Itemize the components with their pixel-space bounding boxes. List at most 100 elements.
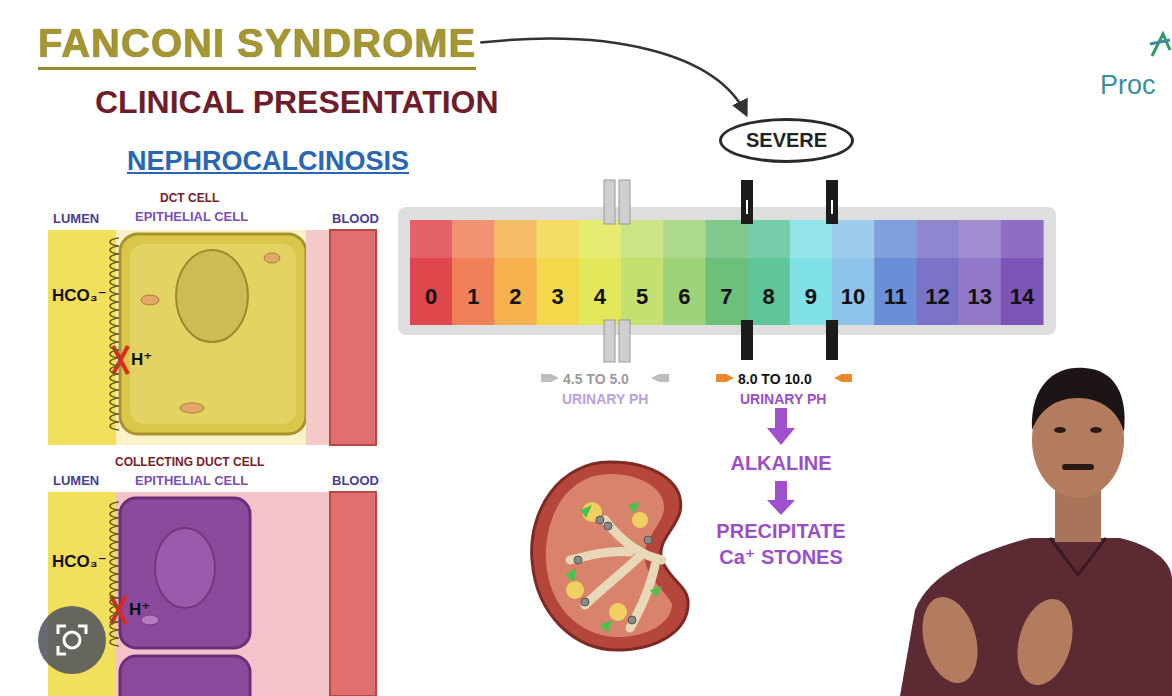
pointer-hand — [651, 374, 669, 382]
cell-type-label: COLLECTING DUCT CELL — [115, 456, 264, 470]
severity-oval: SEVERE — [719, 118, 854, 163]
ph-marker — [604, 180, 615, 224]
eye — [1090, 427, 1102, 433]
ph-value: 2 — [494, 284, 536, 309]
kidney — [532, 462, 688, 650]
ph-marker — [619, 180, 630, 224]
hair — [1032, 368, 1125, 432]
ph-scale — [398, 180, 1056, 362]
microvillus-border — [110, 238, 119, 430]
ph-value: 14 — [1001, 284, 1043, 309]
mitochondrion — [141, 295, 159, 305]
logo-stroke — [1150, 40, 1170, 44]
mitochondrion — [180, 403, 204, 413]
cell-name-label: EPITHELIAL CELL — [135, 474, 248, 489]
flow-step: ALKALINE — [721, 452, 841, 475]
ph-marker — [604, 320, 615, 362]
interstitium — [306, 230, 330, 445]
ion-label: H⁺ — [129, 600, 150, 620]
logo-mark — [1150, 34, 1170, 56]
marker-notch — [831, 200, 833, 214]
ion-label: HCO₃⁻ — [52, 286, 107, 306]
down-arrow — [767, 481, 795, 515]
stone — [628, 616, 636, 624]
slide-title: FANCONI SYNDROME — [38, 20, 476, 70]
logo-stroke — [1152, 34, 1170, 56]
fat — [566, 581, 584, 599]
ph-value: 10 — [832, 284, 874, 309]
ph-value: 3 — [537, 284, 579, 309]
logo-text: Proc — [1100, 70, 1156, 101]
ph-value: 11 — [874, 284, 916, 309]
blood-vessel — [330, 230, 376, 445]
ph-value: 5 — [621, 284, 663, 309]
stone — [574, 556, 582, 564]
ph-caption: URINARY PH — [740, 391, 826, 407]
ph-marker — [741, 180, 753, 224]
presenter — [900, 368, 1172, 696]
collar — [1050, 538, 1106, 575]
flow-step: PRECIPITATE Ca⁺ STONES — [701, 518, 861, 570]
ph-value: 0 — [410, 284, 452, 309]
ph-cells — [410, 220, 1044, 325]
stone — [644, 536, 652, 544]
marker-notch — [746, 200, 748, 214]
region-label: BLOOD — [332, 474, 379, 489]
cell-cytoplasm — [130, 244, 296, 424]
moustache — [1062, 464, 1094, 470]
kidney-cortex — [546, 474, 672, 637]
eye — [1054, 427, 1066, 433]
block-cross — [111, 596, 126, 624]
ph-caption: URINARY PH — [562, 391, 648, 407]
nucleus — [155, 528, 215, 608]
green-arrow — [600, 620, 612, 633]
kidney-outline — [532, 462, 688, 650]
lens-button — [38, 606, 106, 674]
ph-value: 6 — [663, 284, 705, 309]
ph-value: 13 — [959, 284, 1001, 309]
lens-glyph — [58, 626, 86, 654]
mitochondrion — [264, 253, 280, 263]
hand — [913, 591, 986, 689]
ph-value: 9 — [790, 284, 832, 309]
ph-marker — [619, 320, 630, 362]
collecting-duct-panel — [48, 492, 376, 696]
block-cross — [111, 596, 126, 624]
severity-text: SEVERE — [746, 129, 827, 152]
ph-marker — [826, 320, 838, 360]
cell-name-label: EPITHELIAL CELL — [135, 210, 248, 225]
pointer-hand — [834, 374, 852, 382]
green-arrow — [580, 505, 592, 518]
cell-type-label: DCT CELL — [160, 192, 219, 206]
ph-frame — [398, 207, 1056, 335]
microvilli — [110, 238, 119, 646]
collecting-duct-cell-body — [120, 498, 250, 648]
lumen-band — [48, 230, 116, 445]
section-heading: NEPHROCALCINOSIS — [127, 146, 409, 177]
region-label: BLOOD — [332, 212, 379, 227]
interstitium — [116, 230, 306, 445]
nucleus — [176, 250, 248, 342]
ph-value: 8 — [748, 284, 790, 309]
ion-label: HCO₃⁻ — [52, 552, 107, 572]
hand — [1008, 593, 1081, 691]
stone — [604, 522, 612, 530]
lens-icon — [38, 606, 106, 674]
green-arrow — [628, 502, 640, 514]
ph-marker — [741, 320, 753, 360]
ion-label: H⁺ — [131, 350, 152, 370]
title-arrow — [480, 39, 746, 114]
ph-range: 8.0 TO 10.0 — [738, 371, 812, 387]
green-arrow — [565, 568, 576, 582]
dct-cell-body — [120, 234, 306, 434]
fat — [609, 603, 627, 621]
down-arrow — [767, 408, 795, 445]
stone — [596, 516, 604, 524]
fat — [632, 512, 648, 528]
cell-panel: DCT CELL EPITHELIAL CELL — [48, 188, 388, 446]
cell-panel: COLLECTING DUCT CELL EPITHELIAL CELL — [48, 452, 388, 696]
ph-value: 12 — [916, 284, 958, 309]
blood-vessel — [330, 492, 376, 696]
stone — [581, 598, 589, 606]
